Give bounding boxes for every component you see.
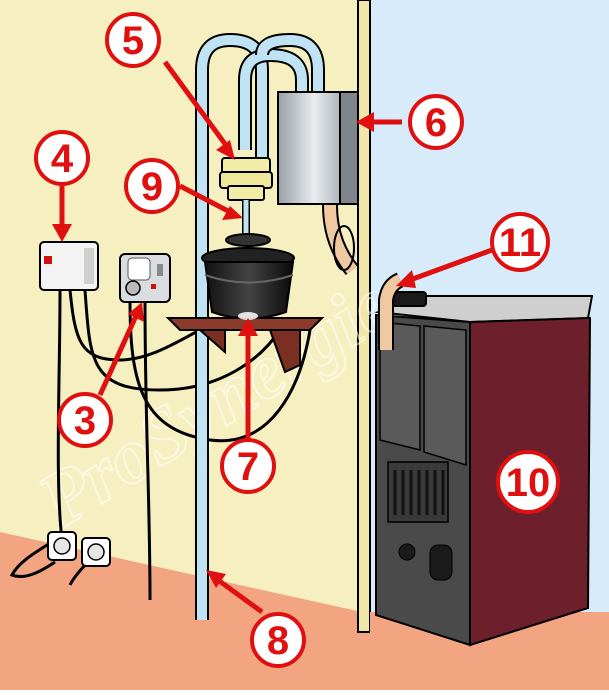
callout-10: 10 [496, 450, 560, 514]
callout-9: 9 [124, 158, 180, 214]
condensate-pump-icon [219, 157, 273, 235]
pellet-stove [374, 291, 594, 647]
collection-pot [201, 233, 295, 320]
svg-text:11: 11 [499, 221, 541, 265]
svg-text:10: 10 [506, 461, 551, 505]
boiler-unit [277, 91, 359, 205]
wall-passage [333, 225, 355, 271]
thermostat-icon [119, 253, 171, 303]
svg-text:4: 4 [51, 137, 74, 181]
callout-3: 3 [57, 392, 113, 448]
control-box-icon [39, 241, 99, 291]
svg-text:8: 8 [267, 619, 289, 663]
callout-8: 8 [250, 612, 306, 668]
svg-text:3: 3 [74, 399, 96, 443]
floor [0, 532, 609, 690]
callout-11: 11 [490, 212, 550, 272]
callout-arrows [52, 60, 493, 615]
wall-edge [357, 0, 371, 633]
svg-text:7: 7 [237, 445, 259, 489]
shelf-icon [165, 317, 325, 374]
svg-text:5: 5 [122, 19, 144, 63]
svg-text:6: 6 [425, 101, 447, 145]
callout-4: 4 [34, 130, 90, 186]
callout-7: 7 [220, 438, 276, 494]
electrical-socket-icon [47, 531, 111, 567]
svg-text:9: 9 [141, 165, 163, 209]
stove-vent-grille [393, 470, 445, 515]
drain-tube [195, 32, 325, 620]
callout-5: 5 [105, 12, 161, 68]
callout-6: 6 [408, 94, 464, 150]
